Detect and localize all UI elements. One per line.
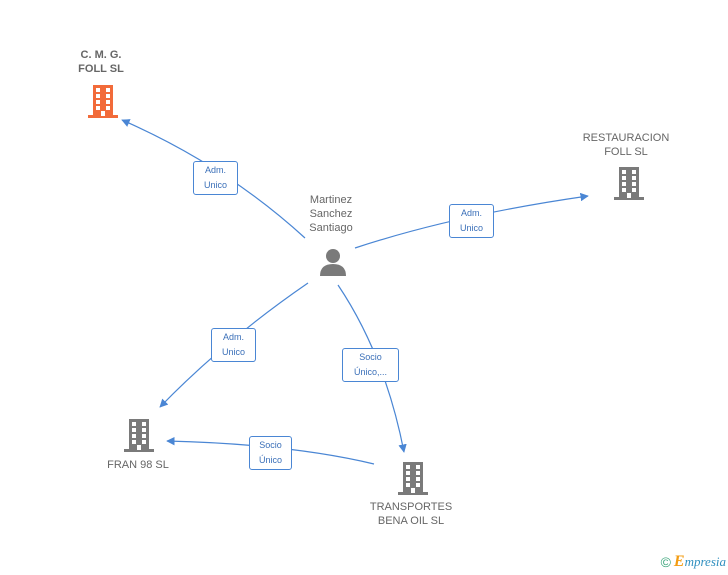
fran-node-label: FRAN 98 SL bbox=[92, 458, 184, 472]
transportes-name-line-1: TRANSPORTES bbox=[369, 501, 453, 513]
edge-label-to-cmg-line-1: Adm. bbox=[204, 165, 226, 175]
restauracion-building-icon[interactable] bbox=[613, 166, 645, 200]
cmg-name-line-1: C. M. G. bbox=[80, 49, 122, 61]
cmg-building-icon[interactable] bbox=[87, 84, 119, 118]
edge-label-to-transportes-line-2: Único,... bbox=[353, 367, 387, 377]
restauracion-name-line-1: RESTAURACION bbox=[582, 132, 670, 144]
cmg-node-label: C. M. G. FOLL SL bbox=[50, 48, 152, 76]
edge-label-to-cmg-line-2: Unico bbox=[203, 180, 227, 190]
edge-label-to-cmg[interactable]: Adm. Unico bbox=[193, 161, 238, 195]
transportes-building-icon[interactable] bbox=[397, 461, 429, 495]
person-name-line-3: Santiago bbox=[309, 222, 353, 234]
edge-label-to-restauracion[interactable]: Adm. Unico bbox=[449, 204, 494, 238]
fran-building-icon[interactable] bbox=[123, 418, 155, 452]
edge-label-to-transportes-line-1: Socio bbox=[359, 352, 382, 362]
edge-label-to-fran-line-1: Adm. bbox=[222, 332, 244, 342]
edge-label-to-transportes[interactable]: Socio Único,... bbox=[342, 348, 399, 382]
edge-label-to-restauracion-line-1: Adm. bbox=[460, 208, 482, 218]
edge-label-to-fran-line-2: Unico bbox=[221, 347, 245, 357]
edge-label-transportes-to-fran-line-1: Socio bbox=[259, 440, 282, 450]
edge-label-transportes-to-fran-line-2: Único bbox=[258, 455, 282, 465]
cmg-name-line-2: FOLL SL bbox=[78, 63, 124, 75]
empresia-logo: Empresia bbox=[674, 553, 726, 571]
empresia-logo-text: mpresia bbox=[684, 554, 726, 569]
fran-name-line-1: FRAN 98 SL bbox=[107, 459, 169, 471]
person-name-line-1: Martinez bbox=[309, 194, 353, 206]
edge-label-transportes-to-fran[interactable]: Socio Único bbox=[249, 436, 292, 470]
restauracion-name-line-2: FOLL SL bbox=[604, 146, 648, 158]
transportes-name-line-2: BENA OIL SL bbox=[377, 515, 445, 527]
empresia-watermark: © Empresia bbox=[661, 553, 726, 571]
edge-label-to-restauracion-line-2: Unico bbox=[459, 223, 483, 233]
person-icon[interactable] bbox=[318, 248, 348, 276]
person-name-line-2: Sanchez bbox=[309, 208, 353, 220]
restauracion-node-label: RESTAURACION FOLL SL bbox=[570, 131, 682, 159]
person-node-label: Martinez Sanchez Santiago bbox=[290, 193, 372, 235]
transportes-node-label: TRANSPORTES BENA OIL SL bbox=[358, 500, 464, 528]
empresia-logo-initial: E bbox=[673, 553, 685, 570]
edge-label-to-fran[interactable]: Adm. Unico bbox=[211, 328, 256, 362]
copyright-symbol: © bbox=[660, 554, 671, 570]
